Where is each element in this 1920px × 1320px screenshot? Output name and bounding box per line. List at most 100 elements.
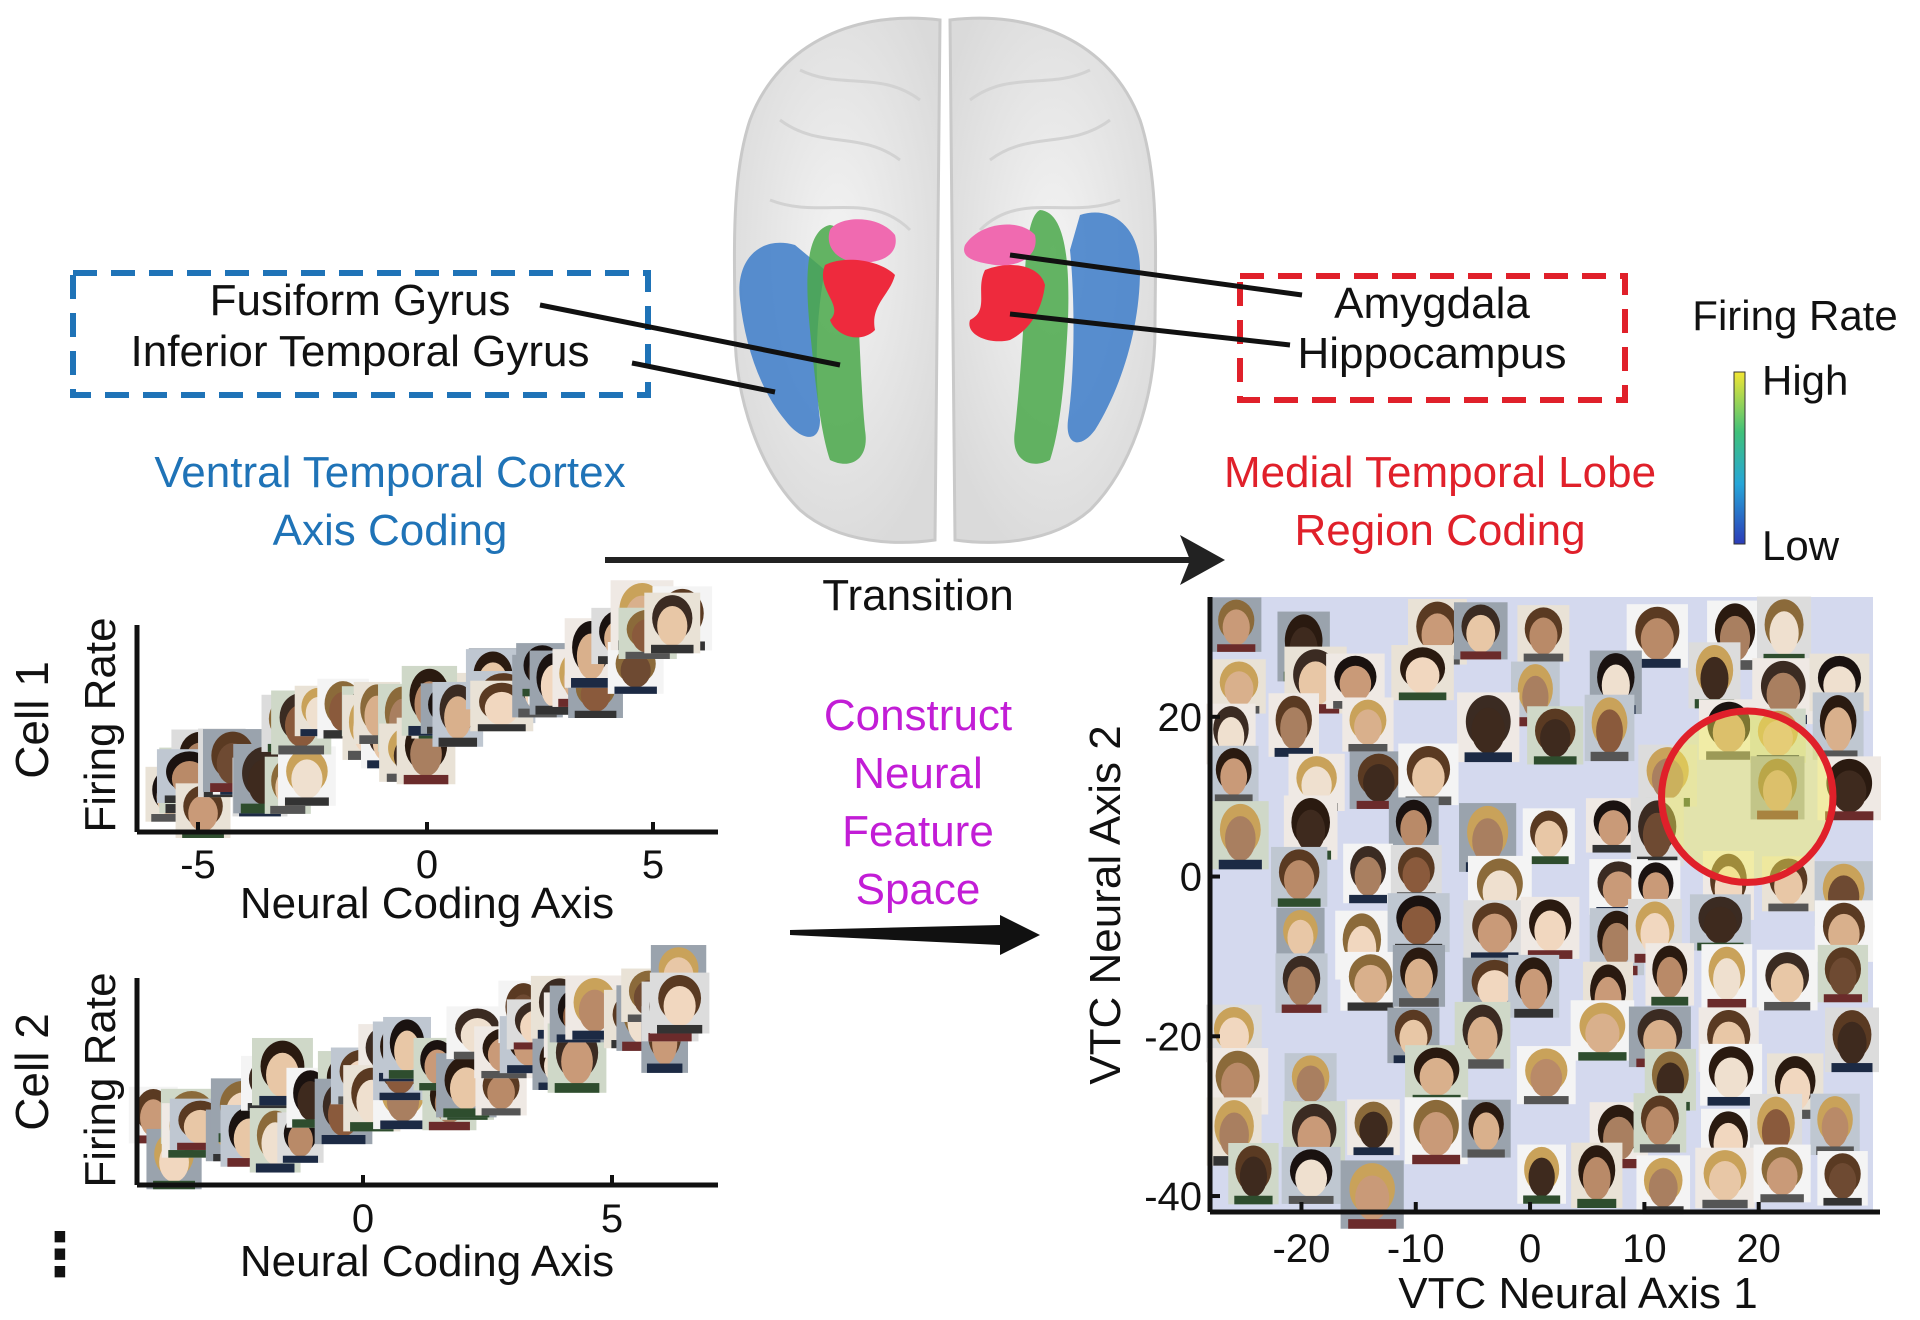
colorbar-low: Low [1762, 522, 1840, 569]
pointer-amygdala [1009, 252, 1303, 298]
feature-space-face [1284, 1053, 1337, 1110]
feature-space-face [1527, 706, 1584, 765]
feature-space-face [1645, 943, 1695, 1006]
feature-space-face [1404, 1097, 1468, 1165]
feature-space-face [1517, 1144, 1567, 1204]
feature-space-face [1390, 844, 1442, 900]
feature-space-face [1347, 1099, 1400, 1156]
construct-arrow [790, 915, 1040, 955]
feature-space-face [1810, 1093, 1860, 1156]
feature-space-face [1343, 843, 1393, 904]
left-amygdala-region [828, 219, 896, 263]
colorbar-title: Firing Rate [1692, 292, 1897, 339]
feature-space-face [1342, 697, 1394, 752]
feature-space-xtick: 20 [1736, 1227, 1781, 1271]
feature-space-face [1584, 694, 1635, 762]
feature-space-face [1457, 692, 1520, 763]
construct-feature-space-label: Construct Neural Feature Space [824, 691, 1012, 914]
pointer-hippocampus [1009, 311, 1291, 348]
feature-space-ytick: -40 [1144, 1175, 1202, 1219]
more-cells-ellipsis: ⋮ [30, 1221, 90, 1288]
label-hippocampus: Hippocampus [1297, 329, 1566, 378]
feature-space-face [1340, 951, 1401, 1011]
feature-space-face [1585, 798, 1641, 853]
feature-space-face [1508, 954, 1560, 1018]
feature-space-face [1283, 795, 1338, 860]
label-amygdala: Amygdala [1334, 279, 1530, 328]
construct-line-4: Space [856, 865, 981, 914]
cell2-xtick-0: 0 [352, 1197, 374, 1241]
cell2-name: Cell 2 [6, 1013, 58, 1131]
feature-space-yticks: 20 0 -20 -40 [1144, 696, 1220, 1219]
feature-space-face [1757, 596, 1812, 664]
feature-space-face [1817, 1151, 1868, 1206]
feature-space-face [1453, 602, 1508, 660]
feature-space-face [1211, 801, 1269, 870]
cell1-xtick-5: 5 [642, 843, 664, 887]
feature-space-face [1340, 1160, 1404, 1229]
pointer-fusiform [539, 302, 841, 368]
feature-space-ylabel: VTC Neural Axis 2 [1081, 725, 1130, 1084]
transition-label: Transition [822, 571, 1014, 620]
feature-space-face [1275, 953, 1328, 1013]
feature-space-xtick: -10 [1387, 1227, 1445, 1271]
right-hippocampus-region [969, 265, 1045, 342]
feature-space-face [1461, 1099, 1511, 1158]
mtl-title-line2: Region Coding [1294, 506, 1585, 555]
feature-space-face [1753, 1144, 1811, 1203]
feature-space-face [1405, 1045, 1469, 1103]
brain-illustration [732, 16, 1158, 544]
cell2-xtick-5: 5 [601, 1197, 623, 1241]
feature-space-face [1701, 944, 1753, 1008]
feature-space-face [1520, 896, 1580, 959]
colorbar-gradient [1733, 371, 1746, 545]
cell1-xtick-0: 0 [416, 843, 438, 887]
feature-space-xtick: -20 [1273, 1227, 1331, 1271]
construct-line-1: Construct [824, 691, 1012, 740]
cell2-ylabel: Firing Rate [76, 972, 125, 1187]
highlight-circle [1658, 707, 1837, 886]
cell2-plot: Cell 2 Firing Rate 0 5 Neural Coding Axi… [6, 945, 718, 1286]
construct-line-3: Feature [842, 807, 994, 856]
mtl-regions-box: Amygdala Hippocampus [1237, 273, 1628, 403]
cell1-face [278, 746, 336, 806]
feature-space-face [1762, 856, 1815, 912]
construct-line-2: Neural [853, 749, 983, 798]
feature-space-face [1522, 808, 1575, 865]
feature-space-face [1276, 907, 1325, 963]
feature-space-face [1695, 1147, 1755, 1209]
feature-space-face [1281, 1146, 1341, 1204]
feature-space-face [1688, 642, 1741, 709]
cell1-face-cloud [145, 580, 713, 838]
feature-space-face [1387, 893, 1450, 953]
label-inferior-temporal-gyrus: Inferior Temporal Gyrus [131, 327, 590, 376]
feature-space-face [1825, 1007, 1879, 1073]
feature-space-face [1398, 743, 1459, 806]
firing-rate-colorbar: Firing Rate High Low [1692, 292, 1897, 569]
feature-space-face [1570, 1000, 1635, 1061]
feature-space-face [1517, 605, 1570, 662]
feature-space-ytick: -20 [1144, 1015, 1202, 1059]
feature-space-ytick: 20 [1158, 696, 1203, 740]
feature-space-face [1756, 949, 1818, 1011]
feature-space-xlabel: VTC Neural Axis 1 [1398, 1269, 1757, 1318]
feature-space-face [1208, 745, 1259, 803]
vtc-title-line2: Axis Coding [273, 506, 508, 555]
feature-space-face [1571, 1142, 1623, 1209]
feature-space-face [1817, 944, 1869, 1003]
transition-arrow-head [1180, 535, 1225, 585]
feature-space-ytick: 0 [1180, 856, 1202, 900]
colorbar-high: High [1762, 357, 1848, 404]
feature-space-face [1268, 693, 1320, 757]
vtc-regions-box: Fusiform Gyrus Inferior Temporal Gyrus [70, 270, 651, 398]
pointer-itg [631, 360, 776, 395]
feature-space-face-cloud [1206, 596, 1882, 1229]
cell2-face [649, 972, 710, 1034]
feature-space-face [1700, 1043, 1763, 1106]
left-itg-region [739, 242, 825, 437]
cell1-ylabel: Firing Rate [76, 617, 125, 832]
cell1-face [644, 592, 701, 654]
feature-space-face [1689, 894, 1751, 951]
